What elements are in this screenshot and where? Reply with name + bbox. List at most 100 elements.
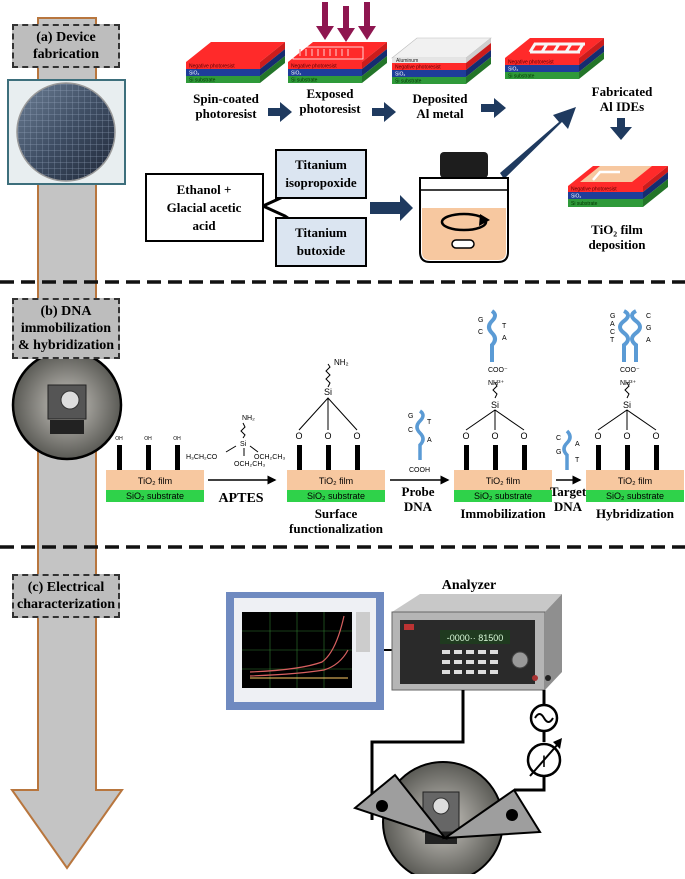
sio2-label: SiO₂ substrate [474, 491, 532, 501]
base: G [408, 413, 413, 420]
layer-label-sio2: SiO₂ [291, 71, 301, 77]
probe-arm-left [352, 773, 448, 841]
ti-box2-line2: butoxide [297, 243, 346, 258]
o-label: O [491, 431, 498, 441]
ethoxy-label: OCH₂CH₃ [234, 461, 265, 468]
precursor-line1: Ethanol + [177, 182, 232, 197]
caption-deposited-2: Al metal [416, 106, 464, 121]
layer-label-sio2: SiO₂ [395, 72, 405, 78]
stack-deposited-al: Aluminum Negative photoresist SiO₂ Si su… [391, 37, 492, 85]
ammeter-icon: I [526, 738, 562, 778]
ethoxy-label: OCH₂CH₃ [254, 454, 285, 461]
wafer-photo [7, 79, 126, 185]
base: A [646, 337, 651, 344]
cooh-label: COOH [409, 467, 430, 474]
caption-aptes: APTES [218, 491, 263, 506]
base-g: G [478, 317, 483, 324]
section-label-a-line2: fabrication [32, 47, 100, 62]
oh-label: OH [144, 436, 152, 442]
tio2-label: TiO₂ film [486, 476, 520, 486]
probe-dna-strand: G T C A COOH [408, 409, 432, 474]
section-label-b-line2: immobilization [20, 321, 112, 336]
aptes-molecule: NH₂ Si H₃CH₂CO OCH₂CH₃ OCH₂CH₃ [186, 415, 285, 468]
ti-box1-line1: Titanium [295, 157, 347, 172]
base: C [556, 435, 561, 442]
caption-exposed: Exposed [307, 86, 355, 101]
nh2-label: NH₂ [334, 358, 349, 367]
substrate-block-3: TiO₂ film SiO₂ substrate [454, 470, 552, 502]
analyzer-instrument: -0000·· 81500 Analyzer [391, 578, 562, 691]
base: G [646, 325, 651, 332]
base: C [646, 313, 651, 320]
base-a: A [502, 335, 507, 342]
caption-fabricated-2: Al IDEs [600, 99, 644, 114]
caption-surface: Surface [315, 506, 358, 521]
layer-label-sio2: SiO₂ [571, 194, 581, 200]
sio2-label: SiO₂ substrate [307, 491, 365, 501]
base: A [575, 441, 580, 448]
caption-spin-coated: Spin-coated [193, 91, 260, 106]
caption-target-dna: DNA [554, 499, 583, 514]
layer-label-si: Si substrate [395, 79, 422, 85]
nh2-label: NH₂ [242, 415, 255, 422]
base: G [610, 313, 615, 320]
uv-exposure-arrows [316, 2, 376, 42]
substrate-block-1: TiO₂ film SiO₂ substrate OH OH OH [106, 436, 204, 502]
analyzer-display: -0000·· 81500 [447, 633, 504, 643]
layer-label-photoresist: Negative photoresist [395, 65, 441, 71]
caption-target: Target [550, 484, 587, 499]
o-label: O [623, 431, 630, 441]
stack-spin-coated: Negative photoresist SiO₂ Si substrate [186, 42, 285, 84]
stack-al-ides: Negative photoresist SiO₂ Si substrate [505, 38, 604, 80]
silane-tripod-2: O O O Si NH₂ [295, 358, 361, 470]
base: A [427, 437, 432, 444]
layer-label-si: Si substrate [189, 78, 216, 84]
silane-tripod-3: O O O Si NH³⁺ COO⁻ G T C A [462, 309, 528, 470]
ti-box1-line2: isopropoxide [285, 175, 357, 190]
substrate-block-2: TiO₂ film SiO₂ substrate [287, 470, 385, 502]
caption-deposited: Deposited [413, 91, 469, 106]
caption-tio2: TiO₂ film [591, 222, 643, 237]
o-label: O [520, 431, 527, 441]
layer-label-photoresist: Negative photoresist [189, 64, 235, 70]
base: G [556, 449, 561, 456]
caption-probe-dna: DNA [404, 499, 433, 514]
caption-tio2-2: deposition [588, 237, 646, 252]
tio2-label: TiO₂ film [319, 476, 353, 486]
layer-label-photoresist: Negative photoresist [291, 64, 337, 70]
ethoxy-label: H₃CH₂CO [186, 454, 218, 461]
base: C [408, 427, 413, 434]
nh3-label: NH³⁺ [488, 380, 504, 387]
ac-source-icon [529, 703, 559, 733]
caption-functionalization: functionalization [289, 521, 384, 536]
stirring-beaker [419, 152, 509, 263]
layer-label-sio2: SiO₂ [508, 67, 518, 73]
section-label-c-line1: (c) Electrical [27, 580, 105, 595]
section-label-device-fabrication: (a) Device fabrication [12, 24, 120, 68]
si-label: Si [491, 400, 499, 410]
layer-label-photoresist: Negative photoresist [571, 187, 617, 193]
layer-label-photoresist: Negative photoresist [508, 60, 554, 66]
iv-monitor-screenshot [226, 592, 384, 710]
caption-fabricated: Fabricated [592, 84, 653, 99]
caption-probe: Probe [402, 484, 435, 499]
layer-label-si: Si substrate [291, 78, 318, 84]
sio2-label: SiO₂ substrate [126, 491, 184, 501]
caption-spin-coated-2: photoresist [195, 106, 257, 121]
layer-label-si: Si substrate [508, 74, 535, 80]
base-t: T [502, 323, 507, 330]
tio2-label: TiO₂ film [138, 476, 172, 486]
base: A [610, 321, 615, 328]
titanium-butoxide-box: Titanium butoxide [275, 217, 367, 267]
stack-tio2: Negative photoresist SiO₂ Si substrate [568, 166, 668, 207]
stack-exposed: Negative photoresist SiO₂ Si substrate [288, 2, 387, 84]
sensor-chip-photo [11, 349, 123, 461]
caption-immobilization: Immobilization [460, 506, 546, 521]
precursor-box: Ethanol + Glacial acetic acid [145, 173, 264, 242]
base-c: C [478, 329, 483, 336]
o-label: O [324, 431, 331, 441]
si-label: Si [324, 387, 332, 397]
oh-label: OH [173, 436, 181, 442]
section-label-c-line2: characterization [17, 597, 115, 612]
